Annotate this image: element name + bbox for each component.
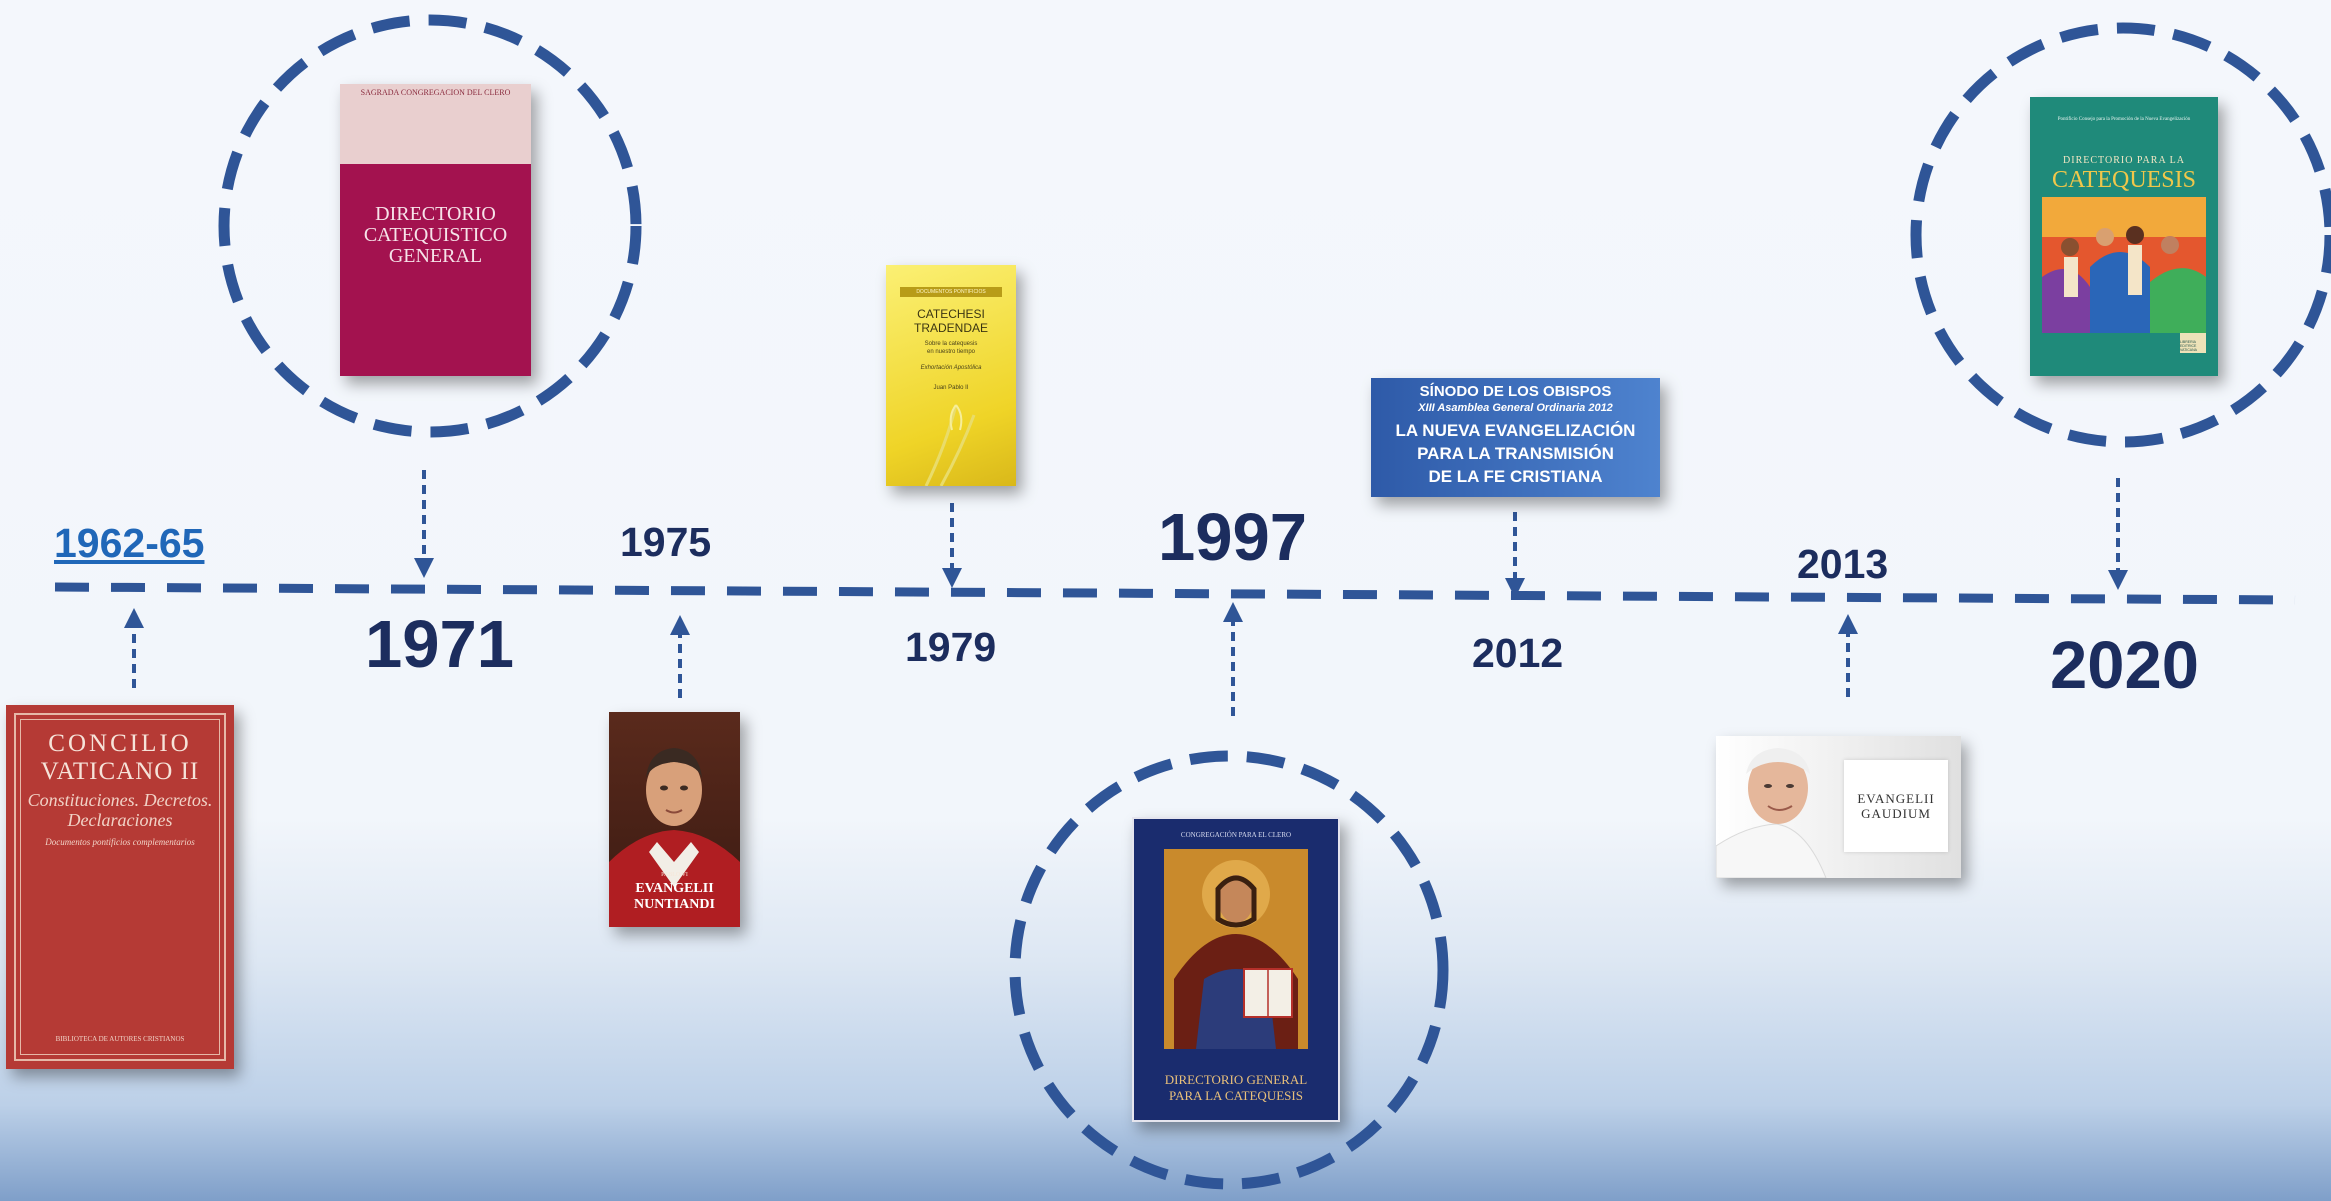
- cover-header: CONGREGACIÓN PARA EL CLERO: [1180, 831, 1292, 839]
- cover-title-line1: CONCILIO: [48, 730, 192, 757]
- wheat-illustration: [924, 404, 976, 486]
- banner-line5: DE LA FE CRISTIANA: [1428, 467, 1603, 486]
- cover-catechesi-tradendae: DOCUMENTOS PONTIFICIOS CATECHESI TRADEND…: [886, 265, 1016, 486]
- banner-line3: LA NUEVA EVANGELIZACIÓN: [1395, 421, 1636, 440]
- cover-directorio-para-la-catequesis: Pontificio Consejo para la Promoción de …: [2030, 97, 2218, 376]
- banner-line2: XIII Asamblea General Ordinaria 2012: [1418, 402, 1613, 414]
- pope-paul-vi-portrait: [609, 748, 740, 927]
- cover-title-line2: CATEQUISTICO: [363, 224, 508, 246]
- cover-title-line1: DIRECTORIO GENERAL: [1164, 1072, 1308, 1087]
- cover-title-line2: GAUDIUM: [1861, 806, 1931, 821]
- cover-title: DIRECTORIO GENERAL PARA LA CATEQUESIS: [1134, 1072, 1338, 1104]
- cover-subtitle-line2: en nuestro tiempo: [926, 349, 976, 355]
- cover-evangelii-nuntiandi: PABLO VI EVANGELII NUNTIANDI: [609, 712, 740, 927]
- christ-icon-illustration: [1164, 849, 1308, 1049]
- cover-title-line2: VATICANO II: [40, 758, 200, 785]
- cover-inner-frame: [20, 719, 220, 1055]
- cover-publisher-line2: EDITRICE: [2180, 344, 2197, 348]
- cover-publisher: BIBLIOTECA DE AUTORES CRISTIANOS: [55, 1035, 185, 1043]
- cover-directorio-catequistico-general: SAGRADA CONGREGACION DEL CLERO DIRECTORI…: [340, 84, 531, 376]
- highlight-circle-1971: [218, 14, 642, 438]
- cover-title-line2: TRADENDAE: [913, 321, 988, 335]
- banner-line4: PARA LA TRANSMISIÓN: [1417, 444, 1614, 463]
- year-label-1971: 1971: [365, 607, 515, 682]
- cover-author: Juan Pablo II: [933, 385, 969, 391]
- cover-top-band: [340, 84, 531, 164]
- cover-title-line1: EVANGELII: [1857, 791, 1935, 806]
- cover-subtitle: Sobre la catequesis en nuestro tiempo: [886, 340, 1016, 356]
- cover-title-line3: GENERAL: [388, 245, 483, 267]
- highlight-circle-2020: [1910, 22, 2331, 448]
- year-label-1979: 1979: [905, 624, 997, 670]
- banner-line1: SÍNODO DE LOS OBISPOS: [1419, 383, 1612, 400]
- cover-subtitle-line2: Declaraciones: [67, 810, 173, 830]
- cover-note: Documentos pontificios complementarios: [45, 837, 195, 847]
- cover-title: CATECHESI TRADENDAE: [886, 307, 1016, 335]
- pope-francis-portrait: [1716, 748, 1827, 878]
- cover-concilio-vaticano-ii: CONCILIO VATICANO II Constituciones. Dec…: [6, 705, 234, 1069]
- cover-title-line1: EVANGELII: [635, 881, 714, 896]
- year-label-1962-65[interactable]: 1962-65: [54, 520, 205, 566]
- cover-title-box: [1844, 760, 1948, 852]
- cover-title: EVANGELII GAUDIUM: [1844, 791, 1948, 821]
- cover-evangelii-gaudium: EVANGELII GAUDIUM: [1716, 736, 1961, 878]
- cover-subtitle-line1: Sobre la catequesis: [924, 341, 978, 347]
- cover-publisher-line1: LIBRERIA: [2180, 340, 2196, 344]
- timeline-axis: [54, 582, 2296, 605]
- cover-frame: [14, 713, 226, 1061]
- year-label-2020: 2020: [2050, 628, 2200, 703]
- cover-doc-type: Exhortación Apostólica: [920, 365, 982, 371]
- cover-title: EVANGELII NUNTIANDI: [609, 881, 740, 913]
- cover-title-line1: DIRECTORIO PARA LA: [2063, 155, 2185, 166]
- year-label-1975: 1975: [620, 519, 712, 565]
- cover-title-line2: NUNTIANDI: [634, 897, 715, 912]
- cover-header: Pontificio Consejo para la Promoción de …: [2057, 117, 2191, 122]
- highlight-circle-1997: [1009, 750, 1449, 1190]
- cover-small: PABLO VI: [661, 872, 688, 878]
- cover-title-line2: PARA LA CATEQUESIS: [1169, 1088, 1303, 1103]
- cover-publisher-line3: VATICANA: [2180, 348, 2197, 352]
- cover-directorio-general-catequesis: CONGREGACIÓN PARA EL CLERO DIRECTORIO GE…: [1132, 817, 1340, 1122]
- cover-header: SAGRADA CONGREGACION DEL CLERO: [360, 88, 511, 97]
- cover-subtitle-line1: Constituciones. Decretos.: [27, 790, 213, 810]
- year-label-1997: 1997: [1158, 500, 1308, 575]
- cover-header: DOCUMENTOS PONTIFICIOS: [900, 287, 1002, 297]
- cover-title-line2: CATEQUESIS: [2051, 167, 2196, 193]
- cover-publisher: LIBRERIA EDITRICE VATICANA: [2180, 340, 2210, 352]
- people-gathering-illustration: [2042, 197, 2206, 353]
- banner-sinodo-obispos-2012: SÍNODO DE LOS OBISPOS XIII Asamblea Gene…: [1371, 378, 1660, 497]
- cover-title-line1: DIRECTORIO: [375, 203, 496, 225]
- cover-title-line1: CATECHESI: [917, 307, 985, 321]
- year-label-2013: 2013: [1797, 541, 1889, 587]
- cover-title: DIRECTORIO CATEQUISTICO GENERAL: [340, 204, 531, 267]
- year-label-2012: 2012: [1472, 630, 1564, 676]
